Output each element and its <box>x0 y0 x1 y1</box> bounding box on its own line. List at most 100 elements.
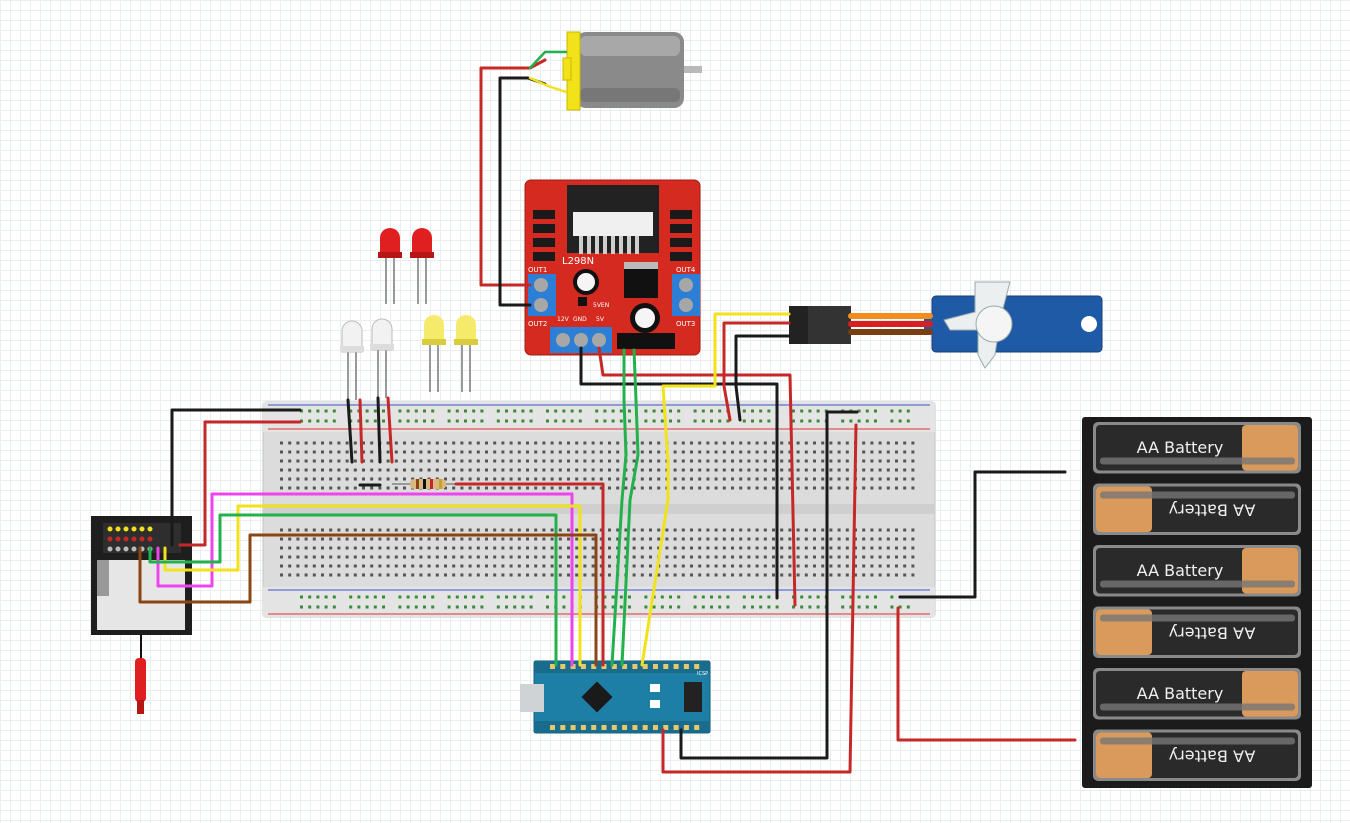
terminal-hole <box>534 573 538 577</box>
rail-hole <box>759 409 763 413</box>
terminal-hole <box>509 537 513 541</box>
rail-hole <box>513 409 517 413</box>
red-led-1 <box>378 228 402 304</box>
rail-hole <box>857 605 861 609</box>
terminal-hole <box>370 537 374 541</box>
terminal-hole <box>681 546 685 550</box>
terminal-hole <box>468 486 472 490</box>
terminal-hole <box>657 450 661 454</box>
terminal-hole <box>329 486 333 490</box>
terminal-hole <box>345 450 349 454</box>
terminal-hole <box>468 468 472 472</box>
terminal-hole <box>403 528 406 532</box>
terminal-hole <box>493 477 497 481</box>
terminal-hole <box>386 477 390 481</box>
terminal-hole <box>362 555 365 559</box>
terminal-hole <box>452 537 456 541</box>
terminal-hole <box>452 528 456 532</box>
terminal-hole <box>304 555 308 559</box>
terminal-hole <box>386 450 390 454</box>
terminal-hole <box>845 450 849 454</box>
terminal-hole <box>747 555 751 559</box>
terminal-hole <box>681 459 685 463</box>
terminal-hole <box>714 468 718 472</box>
terminal-hole <box>788 537 792 541</box>
terminal-hole <box>763 564 767 568</box>
rail-hole <box>751 419 754 423</box>
terminal-hole <box>460 555 464 559</box>
terminal-hole <box>288 441 292 445</box>
receiver-black-wire <box>170 408 302 547</box>
terminal-hole <box>649 573 652 577</box>
terminal-hole <box>845 528 849 532</box>
terminal-hole <box>895 537 898 541</box>
terminal-hole <box>386 555 390 559</box>
terminal-hole <box>796 564 800 568</box>
terminal-hole <box>911 450 915 454</box>
terminal-hole <box>870 528 874 532</box>
terminal-hole <box>370 546 374 550</box>
terminal-hole <box>722 528 726 532</box>
terminal-hole <box>321 468 324 472</box>
terminal-hole <box>591 468 595 472</box>
rail-hole <box>431 595 435 599</box>
terminal-hole <box>690 555 693 559</box>
terminal-hole <box>722 441 726 445</box>
terminal-hole <box>739 573 743 577</box>
terminal-hole <box>444 555 447 559</box>
rail-hole <box>300 409 303 413</box>
terminal-hole <box>599 468 603 472</box>
terminal-hole <box>394 486 398 490</box>
rail-hole <box>521 595 525 599</box>
rail-hole <box>406 409 410 413</box>
terminal-hole <box>444 528 447 532</box>
terminal-hole <box>444 573 447 577</box>
terminal-hole <box>608 537 611 541</box>
terminal-hole <box>296 450 300 454</box>
icsp-label: ICSP <box>697 671 708 677</box>
rail-hole <box>865 419 869 423</box>
terminal-hole <box>706 477 710 481</box>
terminal-hole <box>780 528 784 532</box>
rail-hole <box>611 605 615 609</box>
rail-hole <box>660 409 664 413</box>
terminal-hole <box>337 555 341 559</box>
terminal-hole <box>476 441 480 445</box>
terminal-hole <box>378 486 382 490</box>
rail-hole <box>423 595 426 599</box>
terminal-hole <box>649 564 652 568</box>
rail-hole <box>701 409 705 413</box>
terminal-hole <box>813 528 816 532</box>
rail-hole <box>693 595 697 599</box>
motor-yellow-lead <box>528 76 568 94</box>
rail-hole <box>300 605 303 609</box>
terminal-hole <box>468 537 472 541</box>
terminal-hole <box>312 537 316 541</box>
nano-pin <box>642 664 648 669</box>
terminal-hole <box>419 459 423 463</box>
terminal-hole <box>722 537 726 541</box>
rail-hole <box>751 409 754 413</box>
terminal-hole <box>575 477 579 481</box>
terminal-hole <box>476 528 480 532</box>
rail-hole <box>644 605 648 609</box>
terminal-hole <box>763 441 767 445</box>
terminal-hole <box>599 564 603 568</box>
terminal-hole <box>665 537 669 541</box>
v12-label: 12V <box>557 316 570 323</box>
terminal-hole <box>829 546 833 550</box>
terminal-hole <box>509 555 513 559</box>
terminal-hole <box>878 441 882 445</box>
rail-hole <box>324 595 328 599</box>
terminal-hole <box>591 486 595 490</box>
terminal-hole <box>558 546 562 550</box>
terminal-hole <box>288 537 292 541</box>
terminal-hole <box>550 546 554 550</box>
rail-hole <box>332 409 336 413</box>
terminal-hole <box>403 459 406 463</box>
terminal-hole <box>337 441 341 445</box>
terminal-hole <box>731 537 734 541</box>
terminal-hole <box>608 528 611 532</box>
rail-hole <box>759 419 763 423</box>
rail-hole <box>816 595 820 599</box>
